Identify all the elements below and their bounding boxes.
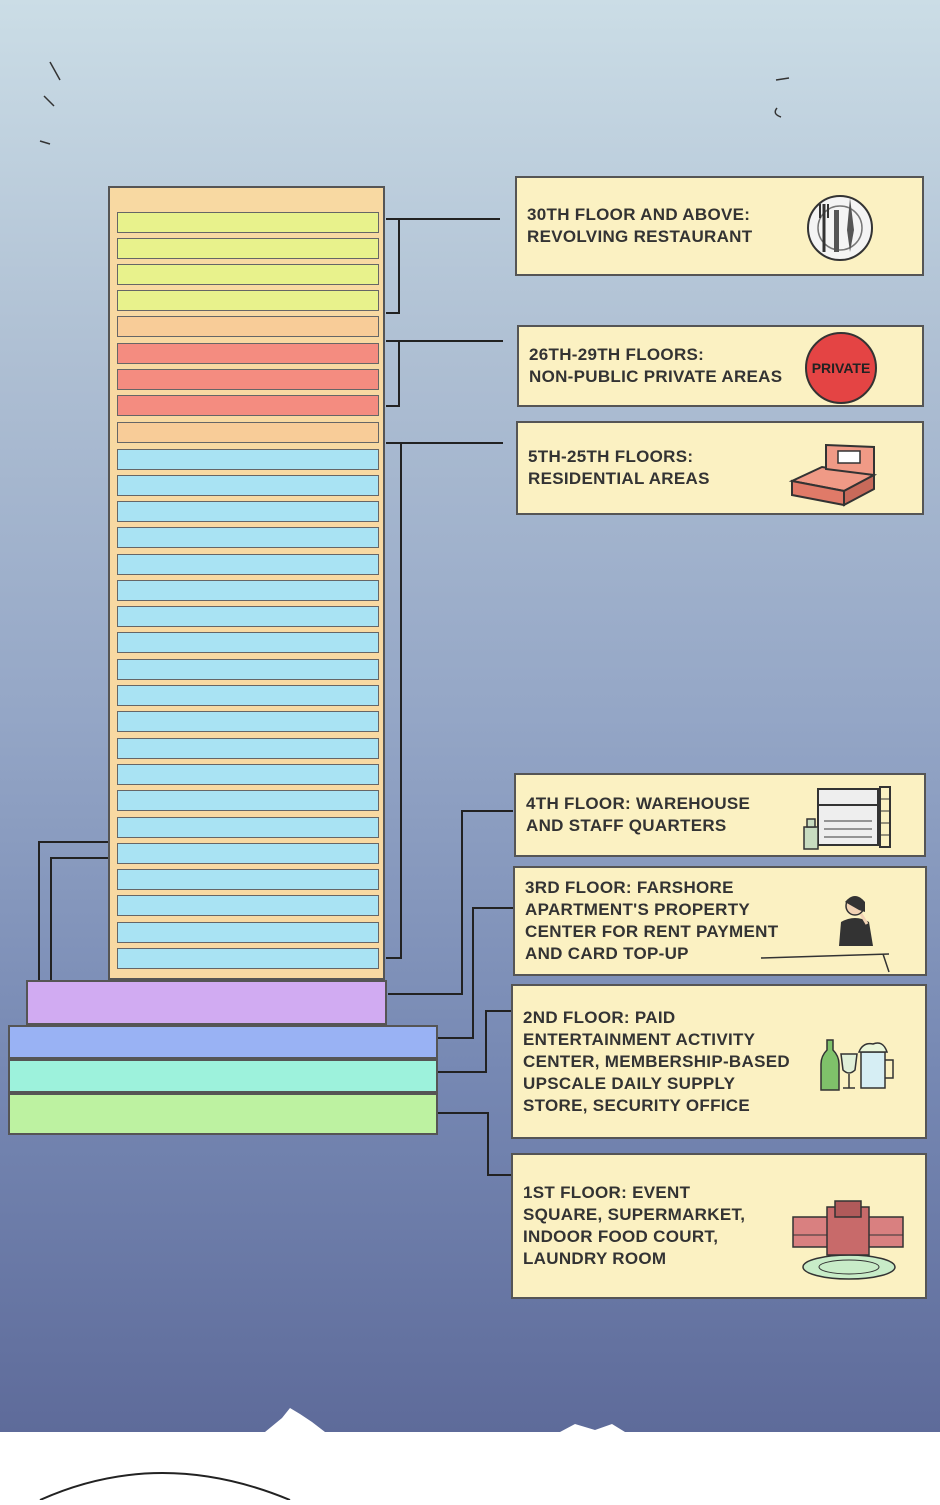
tower-floor-restaurant bbox=[117, 290, 379, 311]
ground-bump bbox=[265, 1408, 325, 1432]
legend-line: 30TH FLOOR AND ABOVE: bbox=[527, 205, 751, 224]
legend-line: NON-PUBLIC PRIVATE AREAS bbox=[529, 367, 783, 386]
tower-floor-residential bbox=[117, 449, 379, 470]
legend-line: 4TH FLOOR: WAREHOUSE bbox=[526, 794, 751, 813]
legend-line: CENTER FOR RENT PAYMENT bbox=[525, 922, 779, 941]
ground-bump bbox=[560, 1424, 625, 1432]
drinks-icon bbox=[820, 1039, 894, 1091]
legend-line: 1ST FLOOR: EVENT bbox=[523, 1183, 691, 1202]
legend-line: INDOOR FOOD COURT, bbox=[523, 1227, 719, 1246]
tower-floor-residential bbox=[117, 895, 379, 916]
legend-text-restaurant: 30TH FLOOR AND ABOVE: REVOLVING RESTAURA… bbox=[527, 178, 752, 274]
legend-line: LAUNDRY ROOM bbox=[523, 1249, 667, 1268]
private-badge-text: PRIVATE bbox=[812, 360, 871, 376]
tower-floor-residential bbox=[117, 554, 379, 575]
tower-floor-private bbox=[117, 343, 379, 364]
tower-floor-residential bbox=[117, 817, 379, 838]
tower-floor-residential bbox=[117, 580, 379, 601]
tower-floor-residential bbox=[117, 869, 379, 890]
tower-floor-restaurant bbox=[117, 264, 379, 285]
left-bracket-inner bbox=[50, 857, 108, 980]
tower-floor-residential bbox=[117, 685, 379, 706]
receptionist-icon bbox=[760, 896, 890, 973]
base-floor-4 bbox=[26, 980, 387, 1025]
speech-bubble-edge bbox=[39, 1472, 291, 1501]
tower-floor-residential bbox=[117, 711, 379, 732]
floor2-leader bbox=[438, 1010, 511, 1073]
legend-line: RESIDENTIAL AREAS bbox=[528, 469, 710, 488]
tower-floor-residential bbox=[117, 527, 379, 548]
tower-floor-residential bbox=[117, 475, 379, 496]
legend-card-private: 26TH-29TH FLOORS: NON-PUBLIC PRIVATE ARE… bbox=[517, 325, 924, 407]
tower-floor-residential bbox=[117, 606, 379, 627]
floor3-leader bbox=[438, 907, 513, 1039]
bed-icon bbox=[788, 443, 878, 507]
dinner-plate-icon bbox=[807, 195, 873, 261]
legend-line: 26TH-29TH FLOORS: bbox=[529, 345, 705, 364]
connector-lines bbox=[38, 61, 790, 1432]
tower-floor-separator bbox=[117, 316, 379, 337]
sky-strokes bbox=[39, 61, 790, 145]
tower-floor-restaurant bbox=[117, 238, 379, 259]
legend-card-floor1: 1ST FLOOR: EVENT SQUARE, SUPERMARKET, IN… bbox=[511, 1153, 927, 1299]
base-floor-2 bbox=[8, 1059, 438, 1093]
legend-text-residential: 5TH-25TH FLOORS: RESIDENTIAL AREAS bbox=[528, 423, 710, 513]
legend-line: AND STAFF QUARTERS bbox=[526, 816, 727, 835]
tower-floor-private bbox=[117, 369, 379, 390]
tower-floor-residential bbox=[117, 659, 379, 680]
diagram-background: 30TH FLOOR AND ABOVE: REVOLVING RESTAURA… bbox=[0, 0, 940, 1432]
plaza-icon bbox=[792, 1200, 904, 1280]
left-bracket-outer bbox=[38, 841, 108, 980]
legend-line: SQUARE, SUPERMARKET, bbox=[523, 1205, 746, 1224]
legend-line: APARTMENT'S PROPERTY bbox=[525, 900, 751, 919]
tower-floor-residential bbox=[117, 948, 379, 969]
restaurant-bracket bbox=[386, 218, 400, 314]
legend-line: 5TH-25TH FLOORS: bbox=[528, 447, 694, 466]
tower-floor-residential bbox=[117, 632, 379, 653]
base-floor-3 bbox=[8, 1025, 438, 1059]
tower-floor-residential bbox=[117, 790, 379, 811]
floor1-leader bbox=[438, 1112, 511, 1176]
legend-card-floor2: 2ND FLOOR: PAID ENTERTAINMENT ACTIVITY C… bbox=[511, 984, 927, 1139]
legend-card-floor3: 3RD FLOOR: FARSHORE APARTMENT'S PROPERTY… bbox=[513, 866, 927, 976]
legend-line: CENTER, MEMBERSHIP-BASED bbox=[523, 1051, 790, 1071]
tower-upper-floors bbox=[108, 186, 385, 980]
legend-text-floor4: 4TH FLOOR: WAREHOUSE AND STAFF QUARTERS bbox=[526, 775, 750, 855]
legend-line: 2ND FLOOR: PAID bbox=[523, 1007, 676, 1027]
legend-line: AND CARD TOP-UP bbox=[525, 944, 689, 963]
tower-floor-residential bbox=[117, 764, 379, 785]
tower-floor-residential bbox=[117, 843, 379, 864]
private-bracket bbox=[386, 340, 400, 407]
warehouse-shelf-icon bbox=[803, 786, 891, 850]
legend-line: UPSCALE DAILY SUPPLY bbox=[523, 1073, 736, 1093]
tower-floor-private bbox=[117, 395, 379, 416]
legend-line: ENTERTAINMENT ACTIVITY bbox=[523, 1029, 756, 1049]
tower-floor-separator bbox=[117, 422, 379, 443]
legend-card-residential: 5TH-25TH FLOORS: RESIDENTIAL AREAS bbox=[516, 421, 924, 515]
tower-floor-residential bbox=[117, 738, 379, 759]
legend-text-floor2: 2ND FLOOR: PAID ENTERTAINMENT ACTIVITY C… bbox=[523, 986, 790, 1137]
tower-floor-residential bbox=[117, 922, 379, 943]
legend-text-floor1: 1ST FLOOR: EVENT SQUARE, SUPERMARKET, IN… bbox=[523, 1155, 745, 1297]
legend-card-restaurant: 30TH FLOOR AND ABOVE: REVOLVING RESTAURA… bbox=[515, 176, 924, 276]
tower-floor-restaurant bbox=[117, 212, 379, 233]
legend-card-floor4: 4TH FLOOR: WAREHOUSE AND STAFF QUARTERS bbox=[514, 773, 926, 857]
legend-line: REVOLVING RESTAURANT bbox=[527, 227, 753, 246]
legend-line: STORE, SECURITY OFFICE bbox=[523, 1095, 751, 1115]
private-stamp-icon: PRIVATE bbox=[805, 332, 877, 404]
residential-bracket bbox=[386, 442, 402, 959]
tower-floor-residential bbox=[117, 501, 379, 522]
legend-text-private: 26TH-29TH FLOORS: NON-PUBLIC PRIVATE ARE… bbox=[529, 327, 782, 405]
ground bbox=[0, 1432, 940, 1501]
base-floor-1 bbox=[8, 1093, 438, 1135]
legend-line: 3RD FLOOR: FARSHORE bbox=[525, 878, 734, 897]
floor4-leader bbox=[388, 810, 513, 995]
legend-text-floor3: 3RD FLOOR: FARSHORE APARTMENT'S PROPERTY… bbox=[525, 868, 778, 974]
